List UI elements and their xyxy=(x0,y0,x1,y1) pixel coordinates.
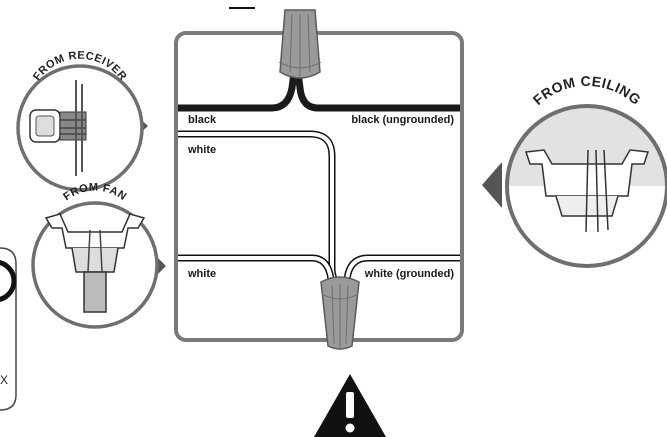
from-ceiling-callout xyxy=(482,104,667,268)
white-wire-bottom-left xyxy=(178,254,336,285)
white-wire-bottom-right xyxy=(342,254,460,285)
wire-nut-icon xyxy=(320,276,360,350)
black-wire xyxy=(178,71,460,112)
label-from-ceiling: FROM CEILING xyxy=(530,73,645,108)
from-receiver-callout xyxy=(16,64,148,192)
wire-nut-icon xyxy=(278,9,322,79)
label-black-ungrounded: black (ungrounded) xyxy=(351,114,454,126)
label-white-bottom: white xyxy=(187,268,216,280)
label-white-grounded: white (grounded) xyxy=(364,268,455,280)
receiver-illustration xyxy=(29,80,87,176)
label-white-top: white xyxy=(187,144,216,156)
fan-mount-illustration xyxy=(44,213,146,313)
label-black: black xyxy=(188,114,217,126)
ceiling-bracket-illustration xyxy=(524,149,650,233)
wiring-panel xyxy=(174,31,464,342)
warning-triangle-icon xyxy=(314,374,386,437)
from-fan-callout xyxy=(31,201,166,329)
partial-letter: X xyxy=(0,373,8,387)
partial-side-panel: X xyxy=(0,247,17,411)
